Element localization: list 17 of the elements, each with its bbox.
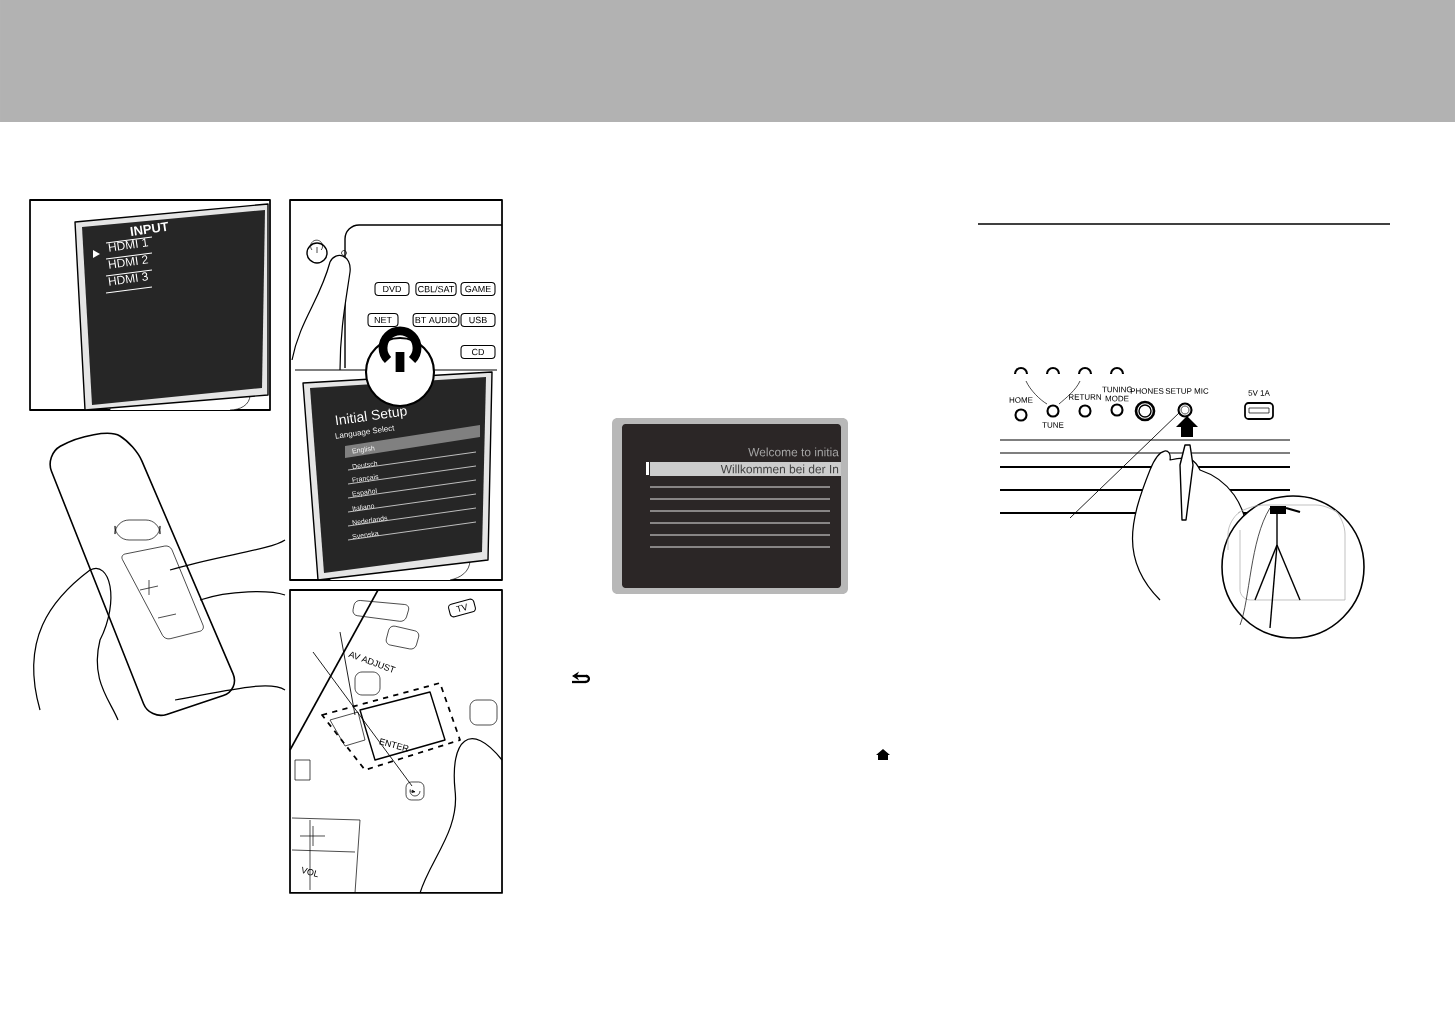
remote-button: TV [448, 598, 476, 618]
screen-text: Willkommen bei der In [720, 464, 839, 474]
remote-button: NET [367, 312, 399, 328]
screen-text: HDMI 1 [108, 238, 149, 252]
remote-button: DVD [374, 282, 410, 297]
panel-label: ENTER [379, 738, 409, 752]
screen-text: HDMI 3 [108, 272, 148, 286]
screen-text: Welcome to initia [748, 447, 839, 457]
remote-button: CD [460, 344, 496, 360]
remote-button: CBL/SAT [415, 282, 457, 297]
screen-text: Initial Setup [335, 408, 407, 426]
remote-button: BT AUDIO [412, 312, 460, 328]
panel-label: VOL [302, 866, 318, 878]
screen-text: INPUT [130, 221, 168, 236]
screen-text: HDMI 2 [108, 255, 149, 269]
remote-button: USB [460, 312, 496, 328]
remote-button: GAME [460, 282, 496, 297]
